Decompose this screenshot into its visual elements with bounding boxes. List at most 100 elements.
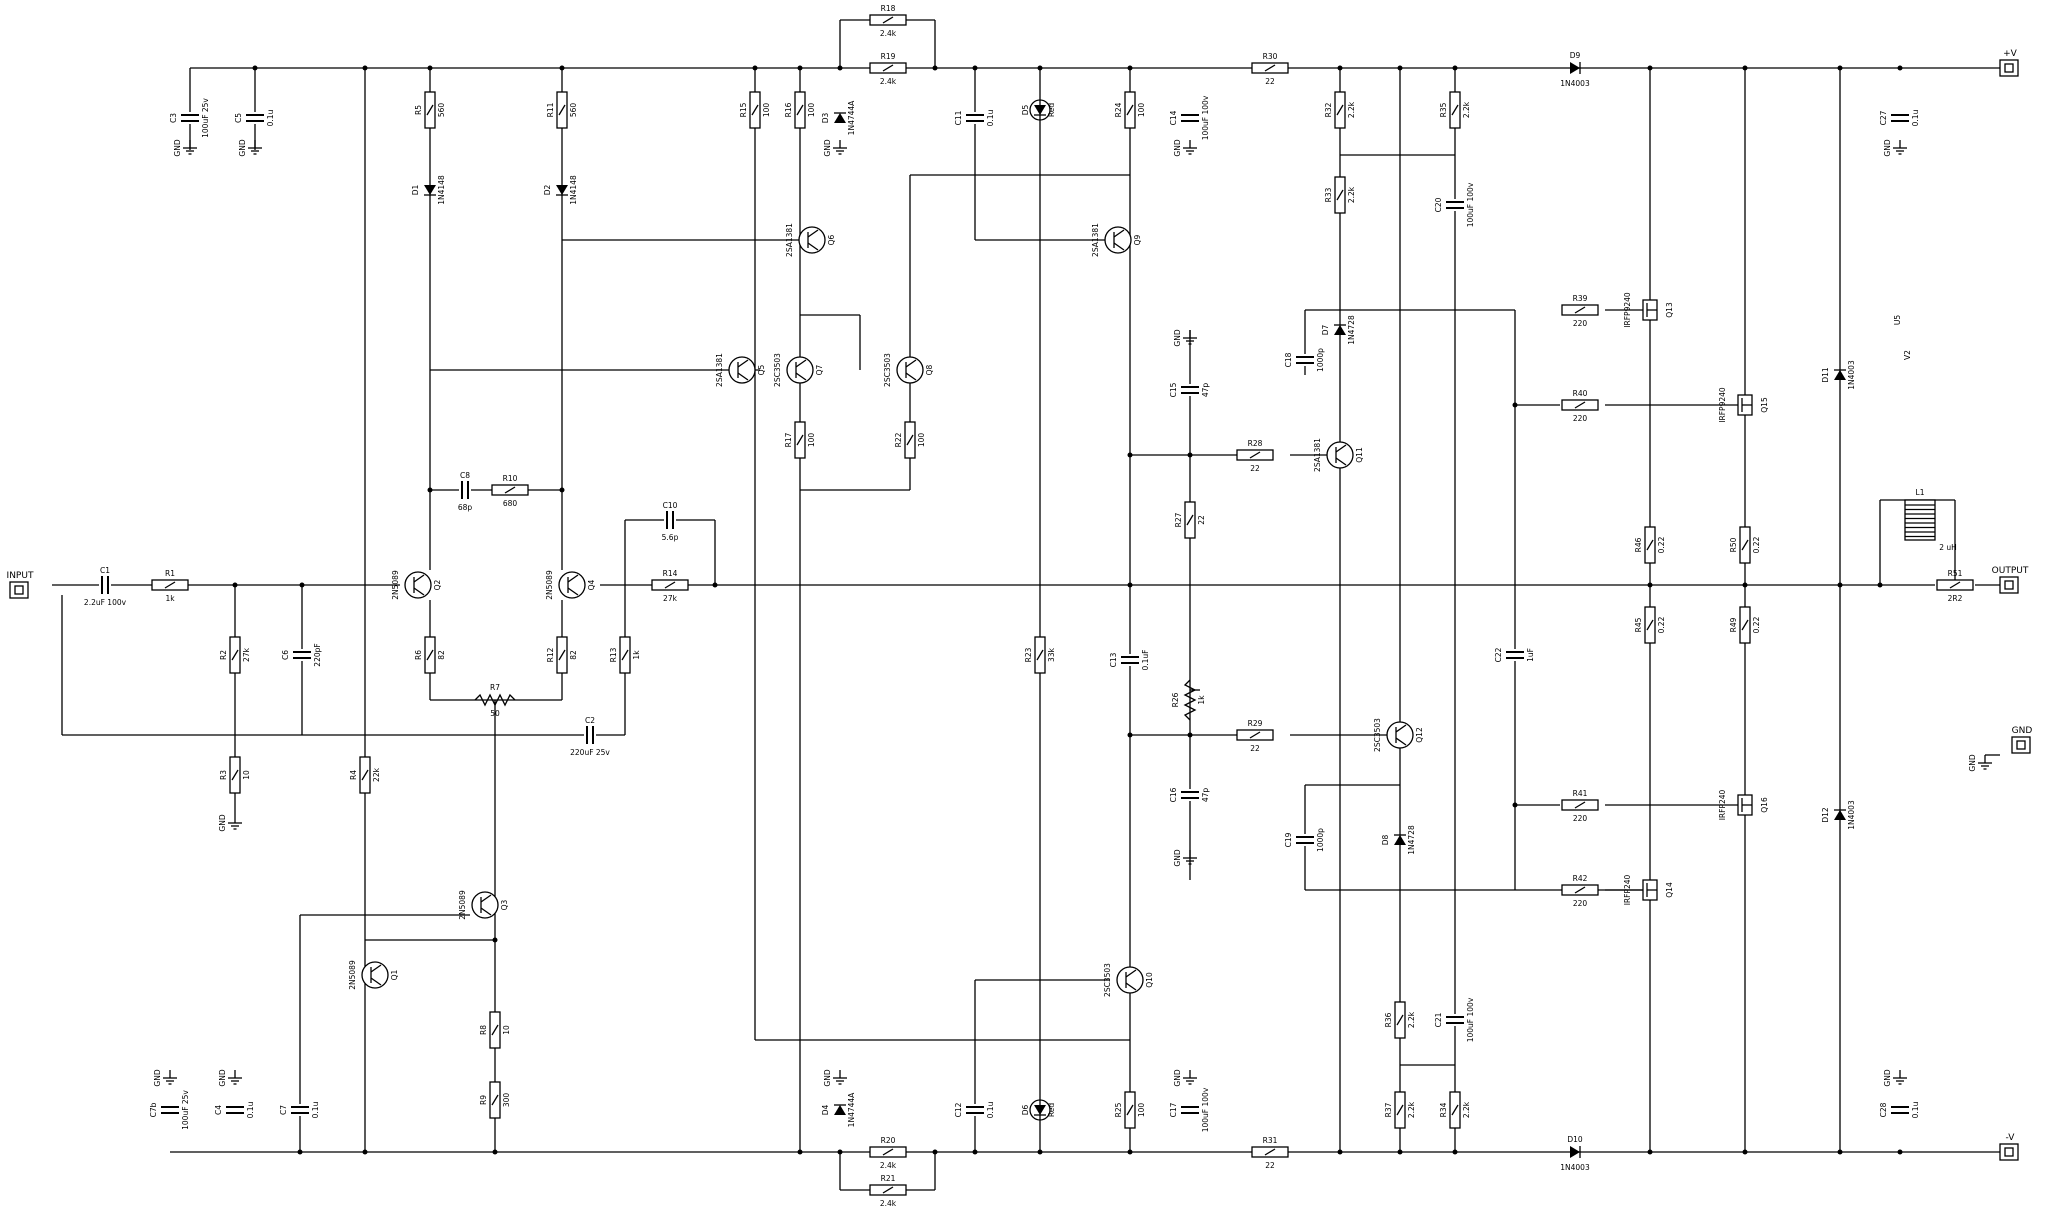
resistor-ref: R1 (165, 569, 175, 578)
resistor-value: 2.2k (1407, 1101, 1416, 1118)
resistor-ref: R12 (546, 647, 555, 662)
resistor-r11 (556, 91, 568, 129)
transistor-ref: Q3 (500, 899, 509, 910)
diode-ref: D2 (543, 184, 552, 195)
diode-part: 1N4003 (1560, 79, 1590, 88)
resistor-r10 (491, 484, 529, 496)
transistor-q7 (786, 356, 814, 384)
diode-part: 1N4728 (1407, 825, 1416, 855)
ground-icon (1892, 139, 1908, 155)
transistor-ref: Q5 (757, 364, 766, 375)
ground-label: GND (1883, 139, 1892, 156)
transistor-ref: Q8 (925, 364, 934, 375)
capacitor-value: 0.1u (1911, 109, 1920, 126)
diode-part: 1N4003 (1847, 800, 1856, 830)
ground-label: GND (823, 139, 832, 156)
port-label-output: OUTPUT (1992, 566, 2029, 576)
capacitor-c3 (179, 111, 201, 125)
capacitor-c11 (964, 111, 986, 125)
diode-d1 (423, 184, 437, 196)
capacitor-value: 68p (458, 503, 473, 512)
capacitor-value: 1000p (1316, 828, 1325, 852)
capacitor-c17 (1179, 1103, 1201, 1117)
port-label-vplus: +V (2003, 49, 2018, 59)
ground-icon (1892, 1069, 1908, 1085)
capacitor-c2 (583, 724, 597, 746)
resistor-value: 2.4k (880, 29, 897, 38)
resistor-r19 (869, 62, 907, 74)
transistor-ref: Q15 (1760, 397, 1769, 413)
misc-label-v2: V2 (1903, 350, 1912, 360)
transistor-part: IRFP9240 (1718, 387, 1727, 423)
transistor-ref: Q9 (1133, 234, 1142, 245)
transistor-part: IRFP9240 (1623, 292, 1632, 328)
transistor-q6 (798, 226, 826, 254)
transistor-part: 2N5089 (391, 570, 400, 600)
resistor-ref: R24 (1114, 102, 1123, 117)
capacitor-ref: C13 (1109, 652, 1118, 667)
ground-icon (227, 1069, 243, 1085)
resistor-value: 10 (502, 1025, 511, 1035)
resistor-r29 (1236, 729, 1274, 741)
resistor-value: 82 (569, 650, 578, 660)
resistor-value: 0.22 (1752, 536, 1761, 553)
resistor-value: 0.22 (1657, 616, 1666, 633)
resistor-ref: R6 (414, 650, 423, 660)
capacitor-c22 (1504, 648, 1526, 662)
port-label-gnd: GND (2012, 726, 2033, 736)
resistor-r1 (151, 579, 189, 591)
resistor-ref: R11 (546, 102, 555, 117)
transistor-ref: Q4 (587, 579, 596, 590)
transistor-part: 2SA1381 (715, 353, 724, 387)
resistor-value: 1k (632, 650, 641, 660)
resistor-ref: R18 (881, 4, 896, 13)
capacitor-ref: C5 (234, 113, 243, 123)
resistor-value: 560 (569, 103, 578, 118)
resistor-ref: R49 (1729, 617, 1738, 632)
resistor-ref: R23 (1024, 647, 1033, 662)
resistor-value: 220 (1573, 414, 1588, 423)
capacitor-ref: C7 (279, 1105, 288, 1115)
led-ring (1029, 1099, 1051, 1121)
potentiometer-r26 (1183, 679, 1197, 721)
resistor-ref: R3 (219, 770, 228, 780)
connector-gnd (2011, 736, 2031, 754)
diode-ref: D9 (1570, 51, 1581, 60)
resistor-ref: R4 (349, 770, 358, 780)
ground-icon (832, 1069, 848, 1085)
resistor-r4 (359, 756, 371, 794)
resistor-value: 33k (1047, 647, 1056, 662)
diode-ref: D4 (821, 1104, 830, 1115)
resistor-r32 (1334, 91, 1346, 129)
transistor-q2 (404, 571, 432, 599)
resistor-ref: R34 (1439, 1102, 1448, 1117)
diode-d4 (833, 1104, 847, 1116)
resistor-r27 (1184, 501, 1196, 539)
transistor-q3 (471, 891, 499, 919)
transistor-ref: Q10 (1145, 972, 1154, 988)
transistor-ref: Q13 (1665, 302, 1674, 318)
resistor-ref: R5 (414, 105, 423, 115)
transistor-ref: Q11 (1355, 447, 1364, 463)
capacitor-c1 (98, 574, 112, 596)
transistor-ref: Q1 (390, 969, 399, 980)
diode-ref: D12 (1821, 807, 1830, 823)
resistor-value: 100 (917, 433, 926, 448)
capacitor-value: 47p (1201, 788, 1210, 803)
resistor-r25 (1124, 1091, 1136, 1129)
transistor-part: 2SC3503 (773, 353, 782, 387)
ground-icon (832, 139, 848, 155)
resistor-r34 (1449, 1091, 1461, 1129)
ground-label: GND (1883, 1069, 1892, 1086)
capacitor-value: 0.1u (246, 1101, 255, 1118)
resistor-ref: R2 (219, 650, 228, 660)
capacitor-c16 (1179, 788, 1201, 802)
resistor-ref: R9 (479, 1095, 488, 1105)
transistor-q13 (1642, 299, 1658, 321)
capacitor-c18 (1294, 353, 1316, 367)
resistor-ref: R20 (881, 1136, 896, 1145)
capacitor-value: 0.1uF (1141, 650, 1150, 671)
diode-d7 (1333, 324, 1347, 336)
diode-ref: D8 (1381, 834, 1390, 845)
